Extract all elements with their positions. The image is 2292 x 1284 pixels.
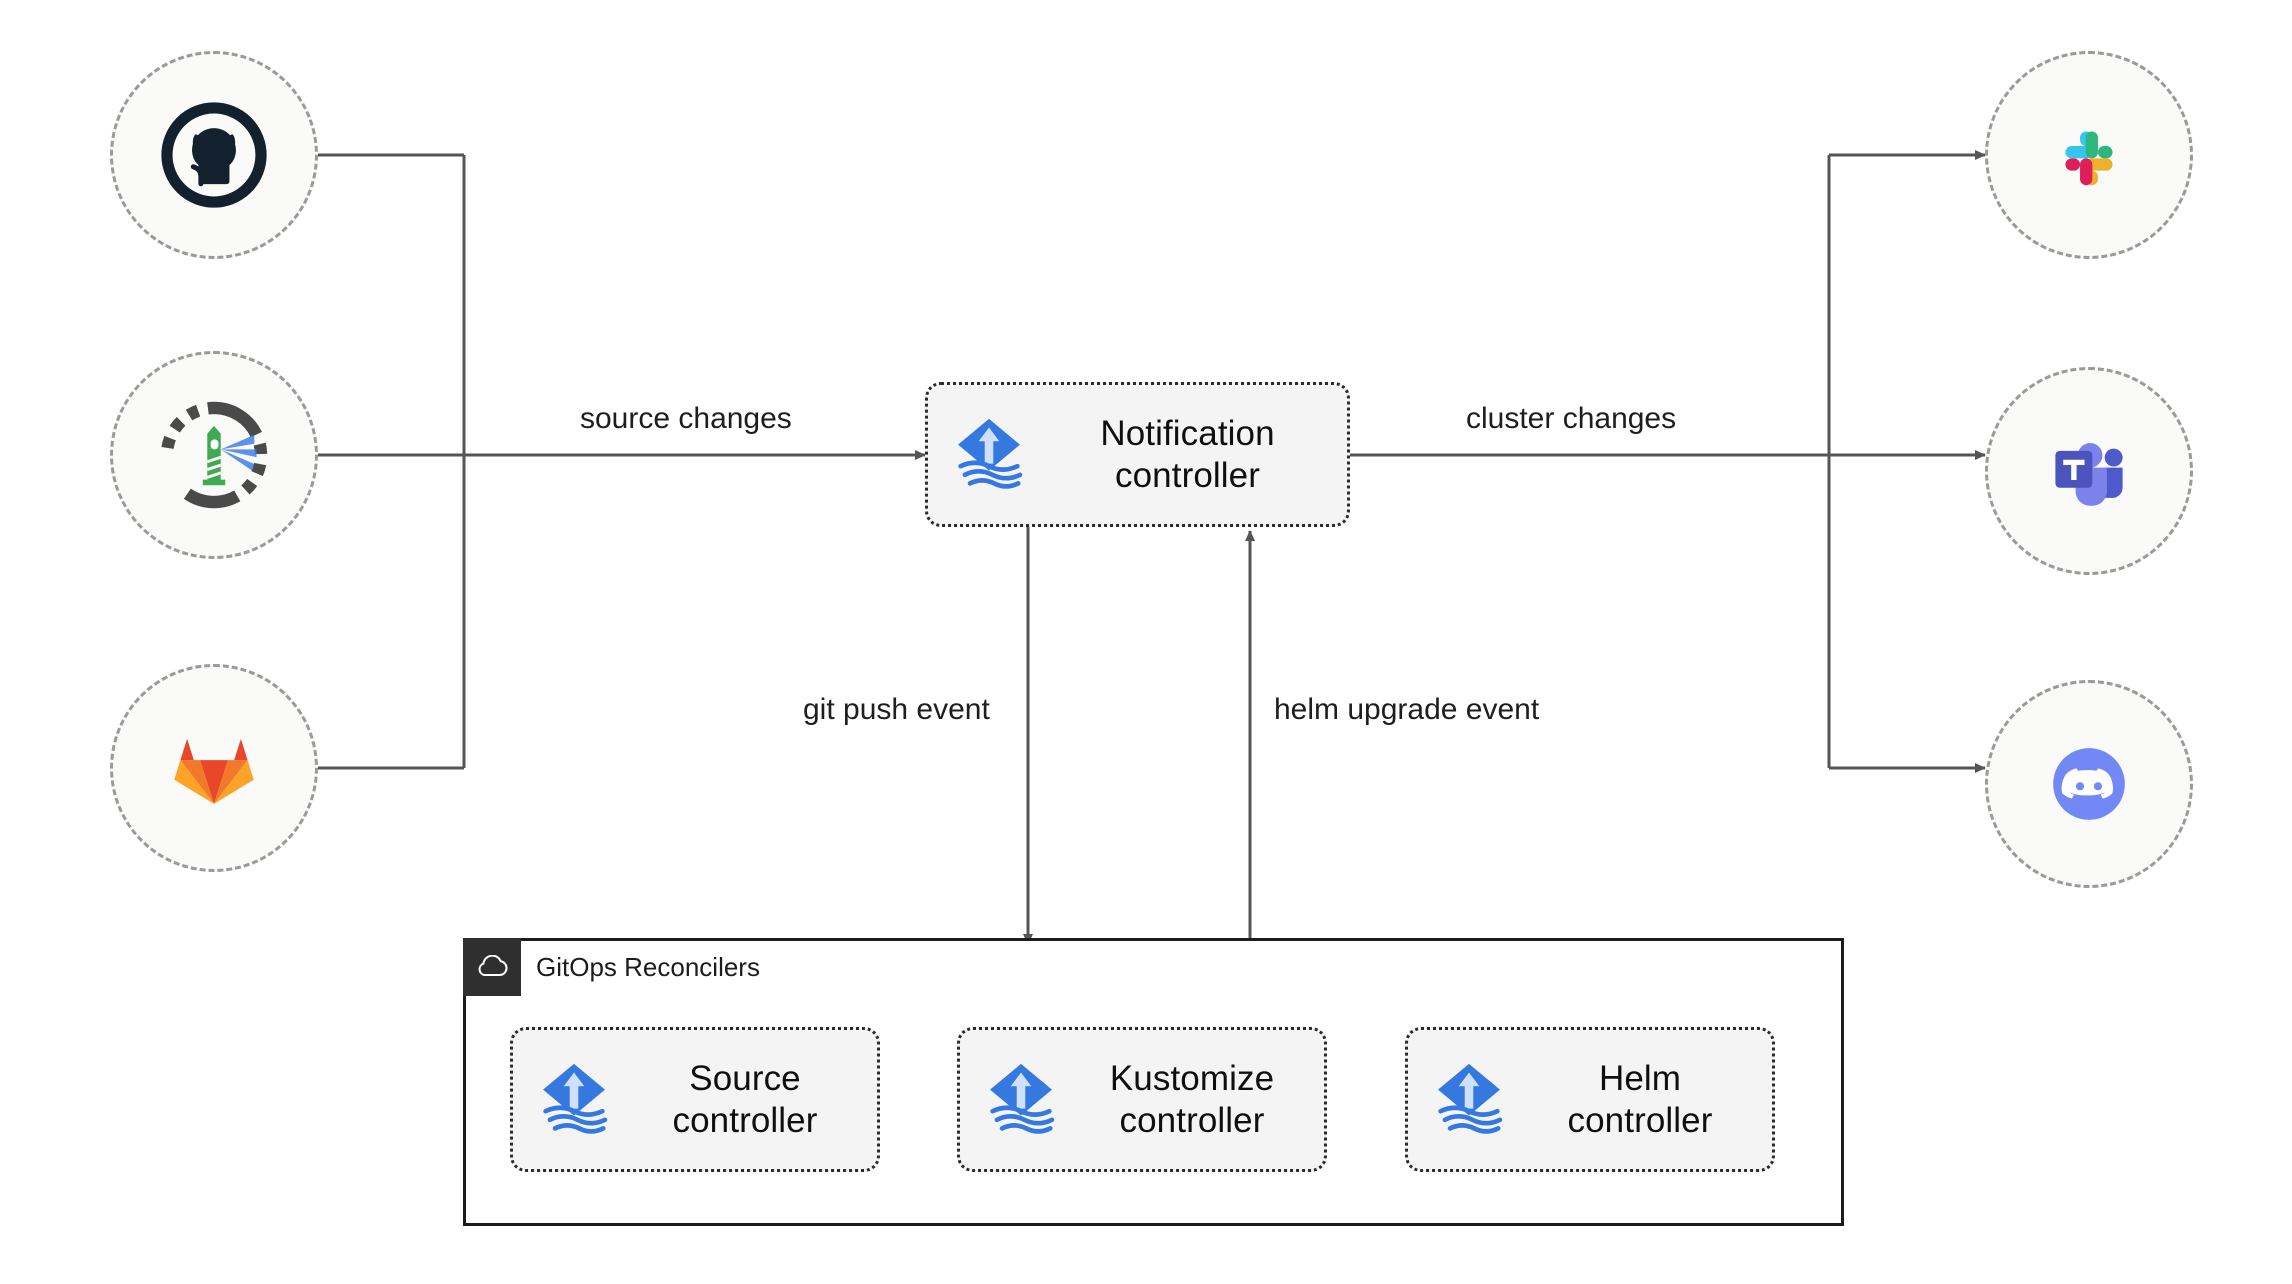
flux-logo-icon [1438, 1063, 1503, 1134]
edge-label-cluster-changes: cluster changes [1458, 402, 1685, 436]
discord-icon [2053, 748, 2125, 820]
flux-logo-icon [958, 418, 1023, 489]
source-controller-card[interactable]: Source controller [510, 1027, 880, 1172]
helm-controller-card[interactable]: Helm controller [1405, 1027, 1775, 1172]
helm-controller-label: Helm controller [1567, 1059, 1713, 1140]
slack-icon [2065, 131, 2113, 186]
gitops-reconcilers-header: GitOps Reconcilers [463, 938, 760, 996]
source-controller-label: Source controller [672, 1059, 818, 1140]
notification-controller-label: Notification controller [1100, 414, 1275, 495]
cloud-chip [463, 938, 521, 996]
flux-lighthouse-icon [160, 401, 268, 509]
microsoft-teams-icon [2055, 443, 2123, 506]
target-node-teams[interactable] [1985, 367, 2193, 575]
edge-label-git-push-event: git push event [795, 693, 998, 727]
kustomize-controller-card[interactable]: Kustomize controller [957, 1027, 1327, 1172]
source-node-github[interactable] [110, 51, 318, 259]
target-node-slack[interactable] [1985, 51, 2193, 259]
source-node-fluxcd[interactable] [110, 351, 318, 559]
target-node-discord[interactable] [1985, 680, 2193, 888]
gitops-reconcilers-title: GitOps Reconcilers [536, 951, 760, 982]
notification-controller-card[interactable]: Notification controller [925, 382, 1350, 527]
github-icon [161, 102, 267, 208]
flux-logo-icon [990, 1063, 1055, 1134]
cloud-icon [478, 955, 508, 976]
edge-label-helm-upgrade-event: helm upgrade event [1266, 693, 1548, 727]
kustomize-controller-label: Kustomize controller [1109, 1059, 1275, 1140]
edge-label-source-changes: source changes [572, 402, 800, 436]
source-node-gitlab[interactable] [110, 664, 318, 872]
gitlab-icon [174, 738, 254, 804]
flux-logo-icon [543, 1063, 608, 1134]
